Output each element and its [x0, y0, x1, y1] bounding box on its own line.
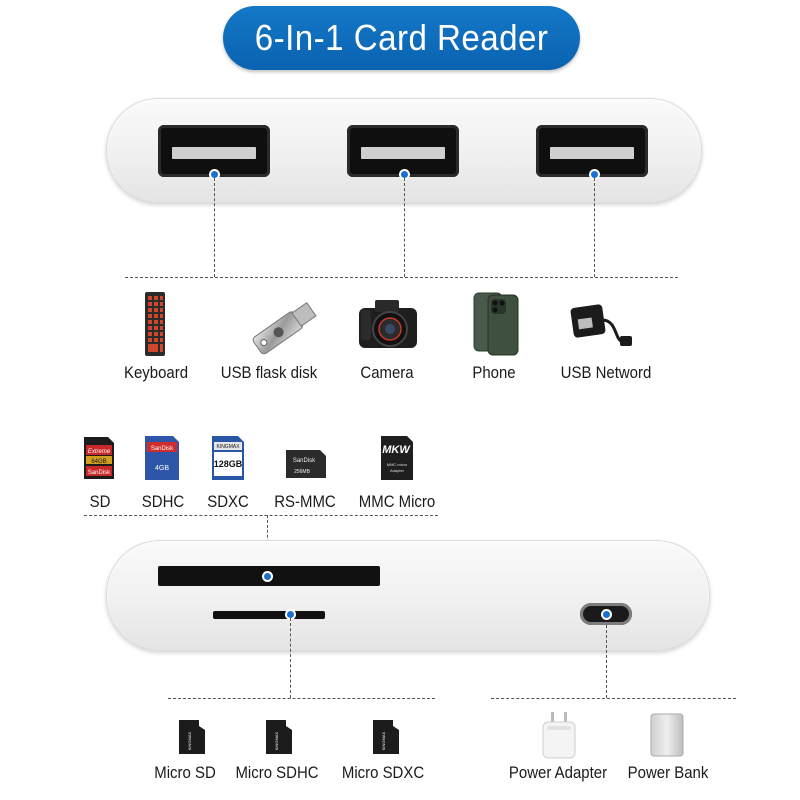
usb-ethernet-adapter-icon [568, 292, 634, 352]
connector-line [491, 698, 736, 699]
card-brand-text: KINGMAX [381, 731, 386, 750]
phone-icon [472, 291, 520, 357]
connector-line [404, 178, 405, 277]
device-label-power-bank: Power Bank [627, 763, 709, 782]
port-marker-dot [287, 611, 294, 618]
svg-text:MMC micro: MMC micro [387, 462, 408, 467]
connector-line [125, 277, 678, 278]
card-brand-text: SanDisk [88, 470, 111, 476]
power-adapter-icon [539, 712, 579, 760]
svg-text:Adapter: Adapter [390, 468, 405, 473]
connector-line [606, 625, 607, 698]
connector-line [214, 178, 215, 277]
mmc-micro-card-icon: MKW MMC micro Adapter [381, 436, 413, 480]
device-label-camera: Camera [360, 363, 414, 382]
connector-line [84, 515, 438, 516]
port-marker-dot [603, 611, 610, 618]
card-label-mmc-micro: MMC Micro [358, 492, 436, 511]
card-label-sd: SD [89, 492, 111, 511]
port-marker-dot [591, 171, 598, 178]
card-reader-body [106, 540, 710, 651]
sdhc-card-icon: SanDisk 4GB [145, 436, 179, 480]
micro-sd-card-icon: KINGMAX [179, 720, 205, 754]
port-marker-dot [264, 573, 271, 580]
device-label-power-adapter: Power Adapter [508, 763, 608, 782]
page-title: 6-In-1 Card Reader [254, 17, 549, 58]
port-marker-dot [211, 171, 218, 178]
micro-sdhc-card-icon: KINGMAX [266, 720, 292, 754]
card-capacity-text: 4GB [155, 465, 169, 472]
sd-card-icon: Extreme 64GB SanDisk [84, 437, 114, 479]
title-banner: 6-In-1 Card Reader [223, 6, 580, 70]
usb-a-port-3 [536, 125, 648, 177]
connector-line [594, 178, 595, 277]
port-marker-dot [401, 171, 408, 178]
connector-line [290, 618, 291, 698]
usb-flash-drive-icon [246, 296, 322, 356]
micro-sd-card-slot [213, 611, 325, 619]
card-label-sdxc: SDXC [207, 492, 249, 511]
device-label-phone: Phone [472, 363, 516, 382]
card-label-micro-sdhc: Micro SDHC [235, 763, 319, 782]
sdxc-card-icon: KINGMAX 128GB [212, 436, 244, 480]
card-capacity-text: 64GB [91, 459, 106, 465]
usb-a-port-2 [347, 125, 459, 177]
device-label-usb-network: USB Netword [560, 363, 652, 382]
power-bank-icon [649, 712, 685, 758]
rs-mmc-card-icon: SanDisk 256MB [286, 450, 326, 478]
card-capacity-text: 256MB [294, 469, 311, 475]
card-brand-text: Extreme [88, 449, 111, 455]
card-label-sdhc: SDHC [141, 492, 185, 511]
keyboard-icon [145, 292, 165, 356]
card-brand-text: MKW [382, 444, 411, 456]
card-brand-text: KINGMAX [187, 731, 192, 750]
camera-icon [357, 294, 419, 352]
card-label-micro-sdxc: Micro SDXC [341, 763, 425, 782]
card-brand-text: SanDisk [151, 446, 174, 452]
card-label-rs-mmc: RS-MMC [274, 492, 336, 511]
card-brand-text: KINGMAX [216, 444, 240, 450]
card-label-micro-sd: Micro SD [154, 763, 216, 782]
card-capacity-text: 128GB [214, 459, 243, 469]
connector-line [168, 698, 435, 699]
device-label-keyboard: Keyboard [123, 363, 189, 382]
usb-a-port-1 [158, 125, 270, 177]
card-brand-text: KINGMAX [274, 731, 279, 750]
micro-sdxc-card-icon: KINGMAX [373, 720, 399, 754]
card-brand-text: SanDisk [293, 458, 316, 464]
device-label-usb-flash-disk: USB flask disk [220, 363, 318, 382]
